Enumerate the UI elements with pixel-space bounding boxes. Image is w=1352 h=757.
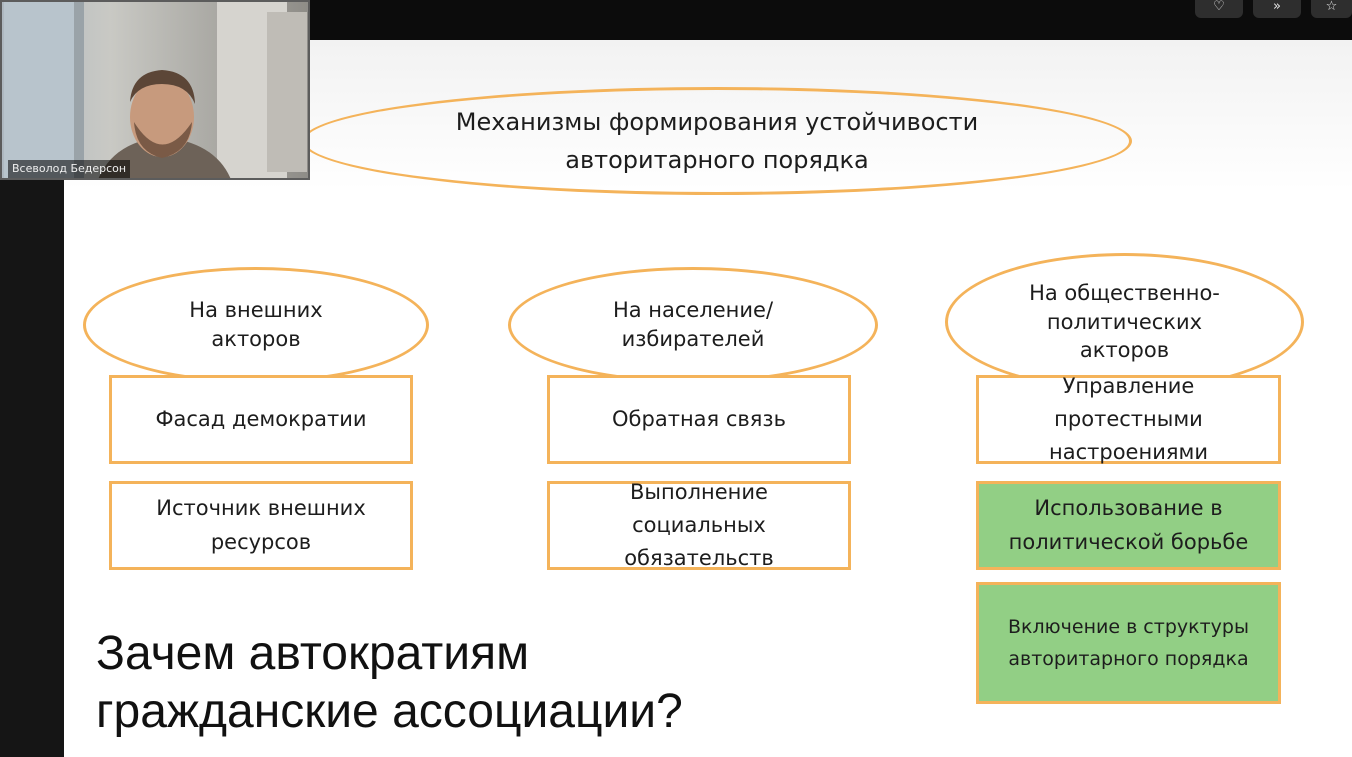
column-header-label: На внешних акторов [189, 298, 323, 351]
top-bar-ticker [310, 0, 1190, 8]
slide-title: Механизмы формирования устойчивости авто… [455, 107, 979, 174]
mechanism-box: Выполнение социальных обязательств [547, 480, 851, 570]
mechanism-box: Управление протестными настроениями [976, 374, 1281, 464]
column-header-population: На население/ избирателей [508, 267, 878, 383]
mechanism-box-highlighted: Использование в политической борьбе [976, 481, 1281, 570]
mechanism-label: Управление протестными настроениями [1049, 373, 1208, 465]
mechanism-box: Фасад демократии [109, 375, 413, 464]
mechanism-label: Включение в структуры авторитарного поря… [1008, 615, 1249, 670]
column-header-label: На общественно- политических акторов [1029, 280, 1220, 363]
mechanism-box-highlighted: Включение в структуры авторитарного поря… [976, 582, 1281, 704]
slide-question: Зачем автократиям гражданские ассоциации… [96, 627, 683, 738]
video-feed-image [2, 2, 308, 178]
mechanism-box: Источник внешних ресурсов [109, 481, 413, 570]
column-header-external-actors: На внешних акторов [83, 267, 429, 383]
pin-icon[interactable]: ☆ [1311, 0, 1352, 18]
mechanism-box: Обратная связь [547, 375, 851, 464]
mechanism-label: Источник внешних ресурсов [156, 496, 366, 554]
participant-name-tag: Всеволод Бедерсон [8, 160, 131, 178]
participant-video-tile[interactable]: Всеволод Бедерсон [0, 0, 310, 180]
mechanism-label: Обратная связь [612, 406, 786, 431]
slide-title-ellipse: Механизмы формирования устойчивости авто… [302, 87, 1132, 195]
column-header-label: На население/ избирателей [612, 298, 774, 351]
mechanism-label: Фасад демократии [155, 406, 367, 431]
presentation-slide: Механизмы формирования устойчивости авто… [64, 40, 1352, 757]
forward-icon[interactable]: » [1253, 0, 1301, 18]
mechanism-label: Выполнение социальных обязательств [624, 479, 774, 571]
heart-icon[interactable]: ♡ [1195, 0, 1243, 18]
mechanism-label: Использование в политической борьбе [1008, 496, 1249, 554]
column-header-sociopolitical-actors: На общественно- политических акторов [945, 253, 1304, 391]
